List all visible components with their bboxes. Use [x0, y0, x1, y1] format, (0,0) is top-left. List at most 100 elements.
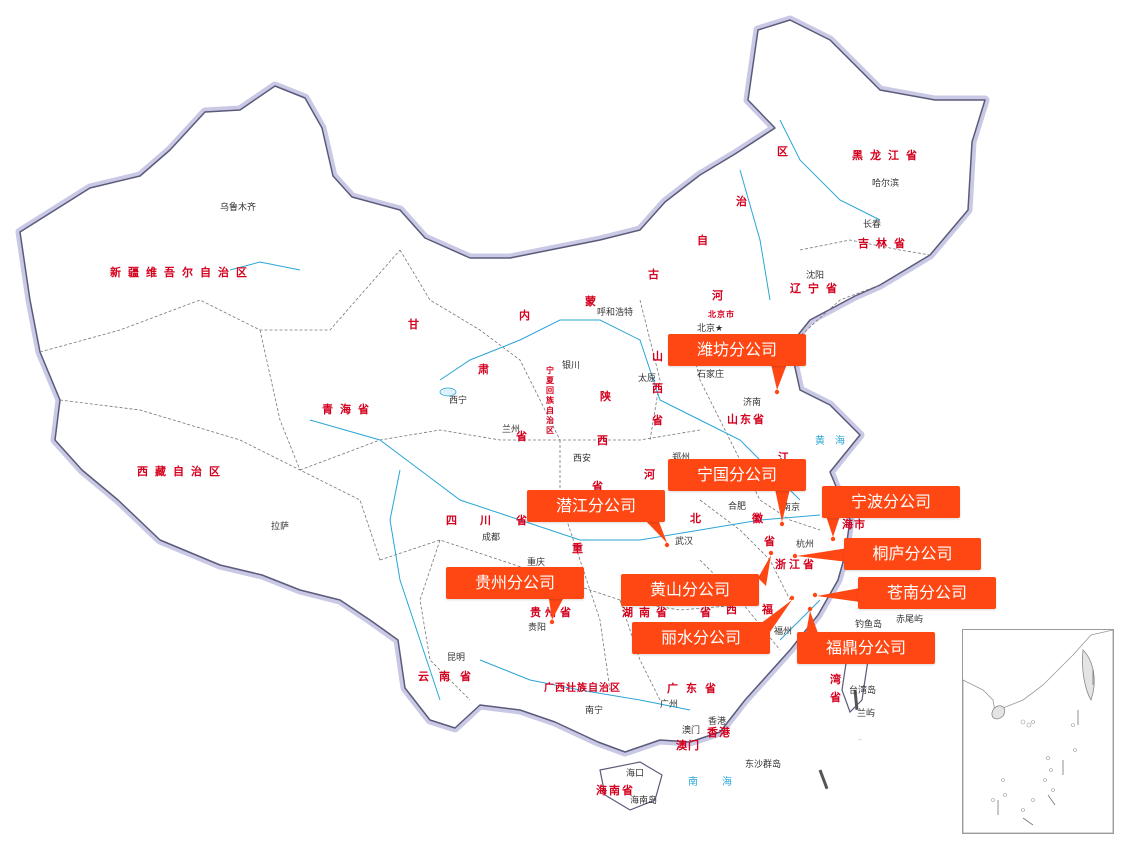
branch-callout-qianjiang[interactable]: 潜江分公司 [527, 490, 665, 522]
branch-callout-guizhou[interactable]: 贵州分公司 [446, 567, 584, 599]
province-label: 自 [697, 234, 715, 247]
province-label: 省 [516, 514, 534, 527]
city-label: 银川 [562, 361, 581, 371]
city-label: 西安 [573, 454, 592, 464]
province-label: 内 [519, 309, 537, 322]
province-label: 省 [700, 606, 718, 619]
province-label: 黑龙江省 [852, 149, 924, 162]
city-label: 贵阳 [528, 623, 547, 633]
province-label: 省 [652, 414, 670, 427]
branch-callout-fuding[interactable]: 福鼎分公司 [797, 632, 935, 664]
city-label: 兰州 [502, 425, 521, 435]
city-label: 台湾岛 [849, 686, 877, 696]
branch-callout-ningbo[interactable]: 宁波分公司 [822, 486, 960, 518]
city-label: 西宁 [449, 396, 468, 406]
south-china-sea-inset [962, 629, 1114, 834]
province-label: 省 [764, 535, 782, 548]
city-label: 福州 [774, 627, 793, 637]
branch-callout-ningguo[interactable]: 宁国分公司 [668, 459, 806, 491]
province-label: 古 [648, 268, 666, 281]
city-label: 成都 [482, 533, 501, 543]
province-label: 香港 [707, 726, 731, 739]
branch-callout-huangshan[interactable]: 黄山分公司 [621, 574, 759, 606]
city-label: 沈阳 [806, 271, 825, 281]
city-label: 郑州 [672, 453, 691, 463]
province-label: 吉林省 [858, 237, 912, 250]
city-label: 重庆 [527, 558, 546, 568]
province-label: 甘 [408, 318, 426, 331]
province-label: 西 [597, 434, 615, 447]
province-label: 辽宁省 [790, 282, 844, 295]
city-label: 杭州 [796, 540, 815, 550]
province-label: 贵州省 [530, 606, 575, 619]
province-label: 区 [777, 145, 795, 158]
province-label: 澳门 [676, 739, 700, 752]
province-label: 四 [446, 514, 464, 527]
province-label: 山 [652, 350, 670, 363]
province-label: 蒙 [585, 295, 603, 308]
province-label: 北京市 [708, 310, 735, 319]
branch-callout-cangnan[interactable]: 苍南分公司 [858, 577, 996, 609]
province-label: 北 [690, 512, 708, 525]
city-label: 赤尾屿 [896, 615, 924, 625]
city-label: 拉萨 [271, 522, 290, 532]
city-label: 武汉 [675, 537, 694, 547]
city-label: 长春 [863, 220, 882, 230]
province-label: 广西壮族自治区 [544, 683, 621, 694]
city-label: 乌鲁木齐 [220, 203, 257, 213]
city-label: 南京 [782, 503, 801, 513]
city-label: 南宁 [585, 706, 604, 716]
rivers [229, 119, 881, 711]
province-label: 省 [830, 691, 848, 704]
province-label: 肃 [478, 363, 496, 376]
province-label: 西 [652, 382, 670, 395]
inset-map [962, 629, 1114, 834]
province-label: 山东省 [727, 413, 766, 426]
province-label: 西 [726, 603, 744, 616]
province-label: 重 [572, 542, 590, 555]
province-label: 海南省 [596, 784, 635, 797]
city-label: 昆明 [447, 653, 466, 663]
province-label: 湾 [830, 673, 848, 686]
province-label: 青海省 [322, 403, 376, 416]
city-label: 济南 [743, 398, 762, 408]
province-label: 河 [644, 468, 662, 481]
branch-callout-lishui[interactable]: 丽水分公司 [632, 622, 770, 654]
province-label: 川 [480, 514, 498, 527]
province-label: 广东省 [667, 682, 724, 695]
province-label: 治 [736, 195, 754, 208]
city-label: 海南岛 [630, 796, 658, 806]
province-label: 福 [762, 603, 780, 616]
province-label: 徽 [752, 512, 770, 525]
qinghai-lake [439, 387, 457, 397]
province-label: 省 [592, 480, 610, 493]
province-label: 浙江省 [775, 558, 817, 571]
city-label: 澳门 [682, 726, 701, 736]
province-label: 云南省 [418, 670, 481, 683]
city-label: 呼和浩特 [597, 308, 634, 318]
hainan-island [599, 761, 663, 811]
city-label: 广州 [660, 700, 679, 710]
city-label: 石家庄 [697, 370, 725, 380]
city-label: 合肥 [728, 502, 747, 512]
sea-boundary [818, 689, 862, 811]
city-label: 钓鱼岛 [855, 620, 883, 630]
province-label: 湖南省 [622, 606, 673, 619]
city-label: 香港 [708, 717, 727, 727]
branch-callout-tonglu[interactable]: 桐庐分公司 [844, 538, 981, 570]
province-label: 河 [712, 289, 730, 302]
province-label: 海市 [842, 518, 866, 531]
branch-callout-weifang[interactable]: 潍坊分公司 [668, 334, 806, 366]
city-label: 东沙群岛 [745, 760, 782, 770]
province-label: 江 [778, 451, 796, 464]
sea-label: 南海 [688, 777, 756, 788]
city-label: 太原 [638, 374, 657, 384]
province-label: 陕 [600, 390, 618, 403]
province-label: 西藏自治区 [137, 465, 227, 478]
province-label: 省 [516, 430, 534, 443]
sea-label: 黄海 [815, 436, 855, 447]
city-label: 兰屿 [857, 709, 876, 719]
province-label: 新疆维吾尔自治区 [110, 266, 254, 279]
city-label: 海口 [626, 769, 645, 779]
